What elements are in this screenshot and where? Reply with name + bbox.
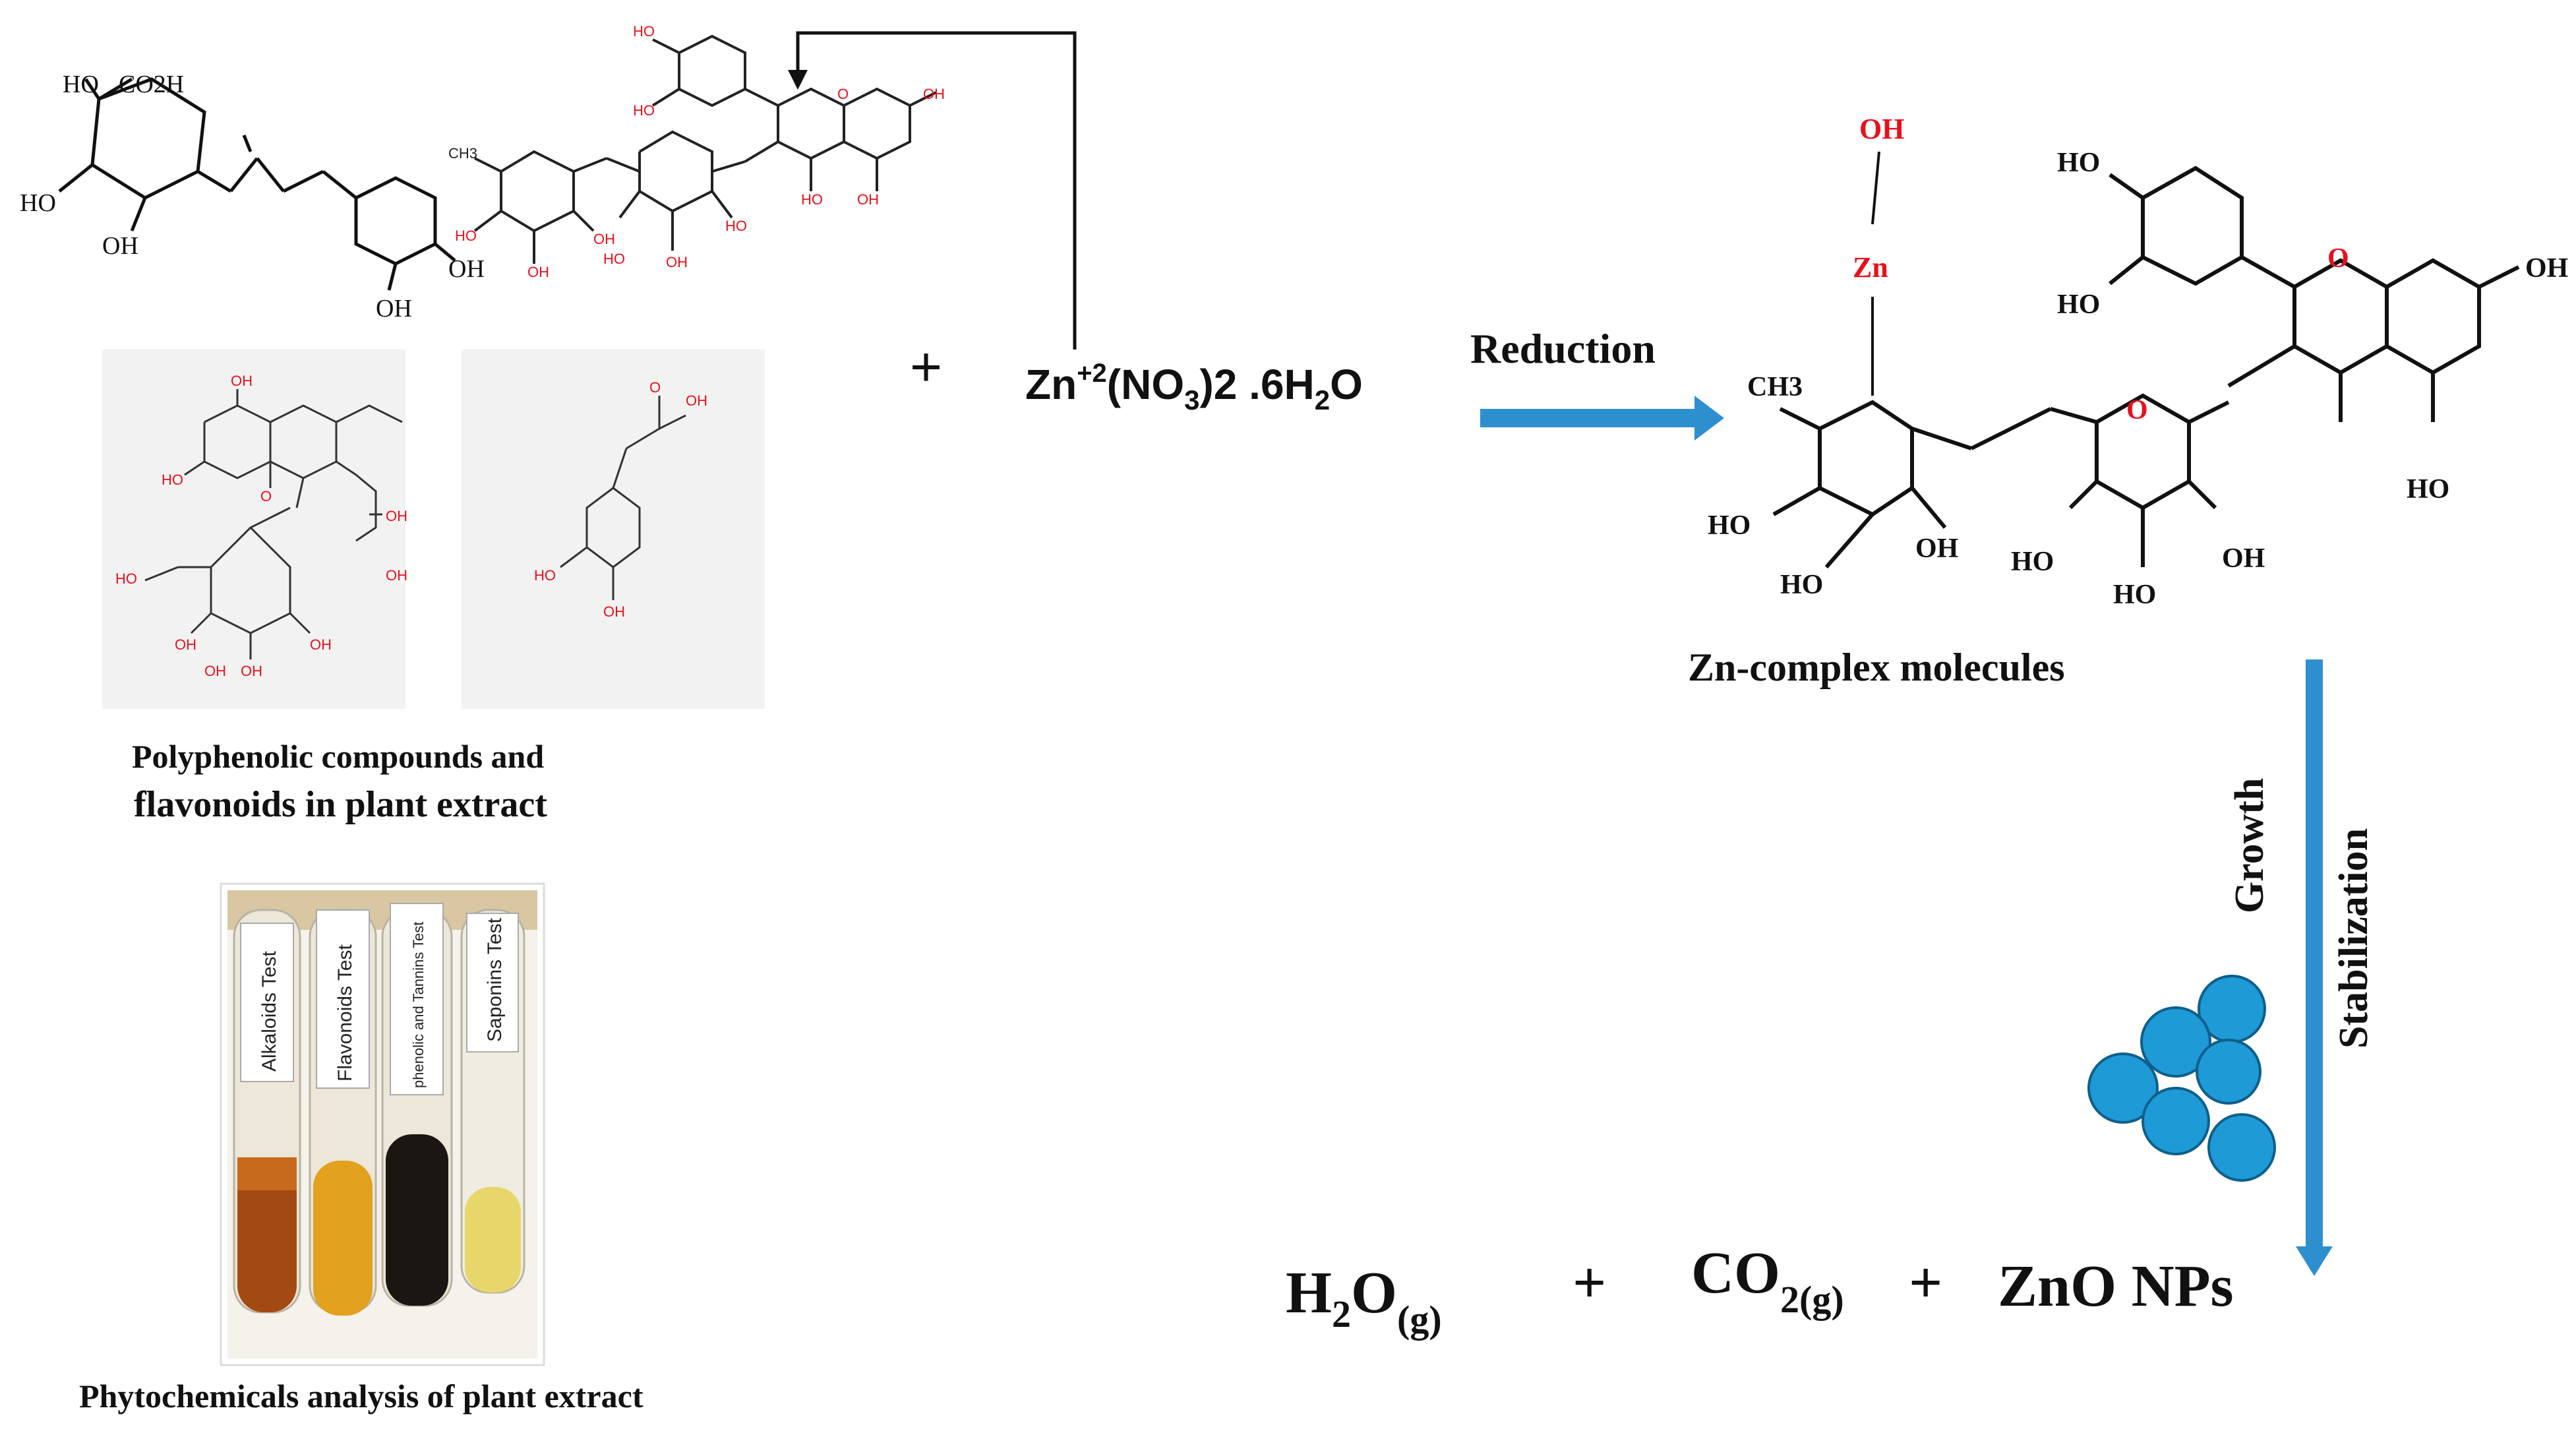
panel-flavonoid-glucoside [102,350,405,709]
panel-a-labels: OH HO O OH OH HO OH OH OH OH [115,373,407,679]
atom-label: HO [801,191,823,208]
atom-label: HO [63,71,99,98]
atom-label: CH3 [1747,372,1803,402]
atom-label: OH [231,373,253,389]
reagent-sub2: 2 [1315,384,1330,415]
atom-label: HO [162,472,183,488]
reduction-arrow [1480,396,1724,441]
nanoparticle [2087,1052,2159,1124]
atom-label: HO [2057,148,2100,178]
reagent-sub3: 3 [1184,384,1199,415]
tube-label-flavonoids: Flavonoids Test [334,944,356,1082]
atom-label: OH [204,663,226,679]
complex-zn: Zn [1853,251,1888,284]
caption-zn-complex: Zn-complex molecules [1688,646,2065,689]
nanoparticle [2140,1006,2211,1078]
atom-label: OH [448,255,485,283]
atom-label: HO [534,567,556,584]
caption-polyphenolic-line2: flavonoids in plant extract [134,784,547,825]
atom-label: HO [2011,547,2054,577]
test-tube-photo: Alkaloids Test Flavonoids Test phenolic … [220,882,545,1366]
tube-labels: Alkaloids Test Flavonoids Test phenolic … [240,903,519,1095]
atom-label: OH [603,603,625,620]
atom-label: OH [386,567,407,584]
product-co2: CO2(g) [1691,1240,1844,1321]
panel-b-structure [560,396,686,600]
atom-label: HO [115,570,137,587]
atom-label: OH [527,264,549,280]
nanoparticle [2142,1087,2210,1155]
atom-label: OH [241,663,262,679]
atom-label: O [837,86,849,102]
connector-arrow [788,31,1077,350]
atom-label: OH [102,232,138,260]
plus-sign: + [1573,1250,1606,1316]
tube-label-saponins: Saponins Test [484,917,506,1042]
atom-label: OH [386,508,407,524]
flavonoid-glycoside-labels: HO HO OH OH HO HO OH OH HO OH HO O CH3 [448,23,945,280]
products-equation: H2O(g) + CO2(g) + ZnO NPs [1286,1240,2234,1341]
reagent-zn: Zn [1025,361,1077,408]
atom-label: HO [603,251,625,267]
reagent-rest: )2 .6H [1199,361,1314,408]
atom-label: OH [310,636,332,653]
atom-label: CH3 [448,145,477,162]
complex-oh: OH [1859,113,1904,145]
atom-label: HO [1780,570,1823,600]
atom-label: O [2126,395,2148,425]
atom-label: HO [2407,474,2449,504]
zn-complex-structure [1772,166,2520,568]
chlorogenic-acid-labels: HO CO2H HO OH OH OH [20,71,485,322]
atom-label: HO [725,218,747,234]
atom-label: O [649,379,661,396]
nanoparticle [2207,1113,2276,1182]
nanoparticle [2196,1039,2261,1105]
chlorogenic-acid-structure [58,77,456,291]
stabilization-label: Stabilization [2331,828,2376,1049]
atom-label: OH [1915,534,1958,564]
reagent-o: O [1330,361,1363,408]
panel-b-labels: OH O HO OH [534,379,707,620]
atom-label: OH [376,295,412,322]
zinc-nitrate-reagent: Zn+2(NO3)2 .6H2O [1025,359,1363,415]
plus-sign: + [1909,1250,1942,1316]
atom-label: CO2H [119,71,184,98]
atom-label: OH [857,191,879,208]
caption-phytochemicals: Phytochemicals analysis of plant extract [79,1378,644,1415]
atom-label: OH [923,86,945,102]
panel-caffeic-acid [462,350,765,709]
zno-nanoparticle-cluster [2087,975,2276,1182]
atom-label: O [260,488,272,504]
plus-sign: + [910,336,942,398]
atom-label: HO [2113,580,2156,610]
atom-label: OH [666,254,688,270]
caption-polyphenolic-line1: Polyphenolic compounds and [132,738,545,775]
atom-label: HO [455,228,477,244]
growth-label: Growth [2227,777,2272,913]
atom-label: O [2327,243,2349,274]
growth-arrow [2296,659,2333,1276]
reduction-label: Reduction [1470,325,1656,372]
atom-label: OH [2525,253,2568,284]
atom-label: OH [593,231,615,247]
tube-label-alkaloids: Alkaloids Test [258,950,280,1072]
atom-label: HO [20,189,56,217]
flavonoid-glycoside-structure [473,34,937,264]
atom-label: HO [1708,510,1751,541]
reagent-no: (NO [1107,361,1184,408]
atom-label: HO [633,23,655,40]
oh-zn-bond [1871,151,1880,225]
atom-label: HO [633,102,655,119]
atom-label: OH [2222,543,2265,574]
atom-label: HO [2057,290,2100,320]
product-zno-nps: ZnO NPs [1998,1254,2234,1319]
panel-a-structure [144,389,403,659]
reagent-charge: +2 [1077,359,1107,388]
tube-label-phenolic: phenolic and Tannins Test [410,922,427,1088]
atom-label: OH [686,392,707,409]
product-water: H2O(g) [1286,1260,1442,1341]
atom-label: OH [175,636,196,653]
zn-complex-labels: HO HO OH HO O HO HO OH HO OH HO O CH3 [1708,148,2568,610]
